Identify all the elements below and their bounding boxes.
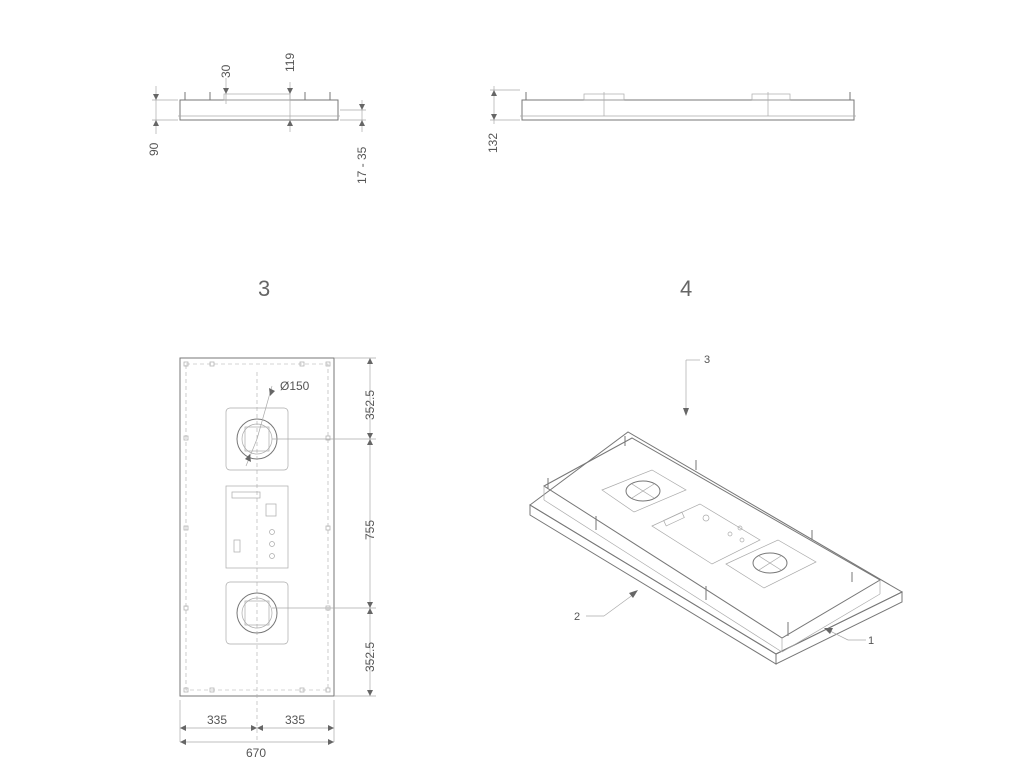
side-elevation-view: 132 [486,86,856,153]
dim-17-35: 17 - 35 [355,146,369,184]
dim-90: 90 [147,142,161,156]
dim-132: 132 [486,133,500,153]
callout-3: 3 [704,354,710,366]
dim-diameter-150: Ø150 [280,379,310,393]
view-label-3: 3 [258,276,270,301]
dim-352-5-top: 352.5 [363,390,377,420]
front-elevation-view: 30 119 90 17 - 35 [147,53,369,184]
callout-2: 2 [574,611,580,623]
isometric-view: 3 2 1 [529,354,904,665]
dim-755: 755 [363,520,377,540]
dim-335-right: 335 [285,713,305,727]
callout-1: 1 [868,635,874,647]
dim-30: 30 [219,64,233,78]
dim-335-left: 335 [207,713,227,727]
view-label-4: 4 [680,276,692,301]
dim-119: 119 [283,53,297,72]
top-plan-view: Ø150 352.5 755 352.5 335 335 670 [179,357,377,760]
dim-352-5-bottom: 352.5 [363,642,377,672]
dim-670: 670 [246,746,266,760]
